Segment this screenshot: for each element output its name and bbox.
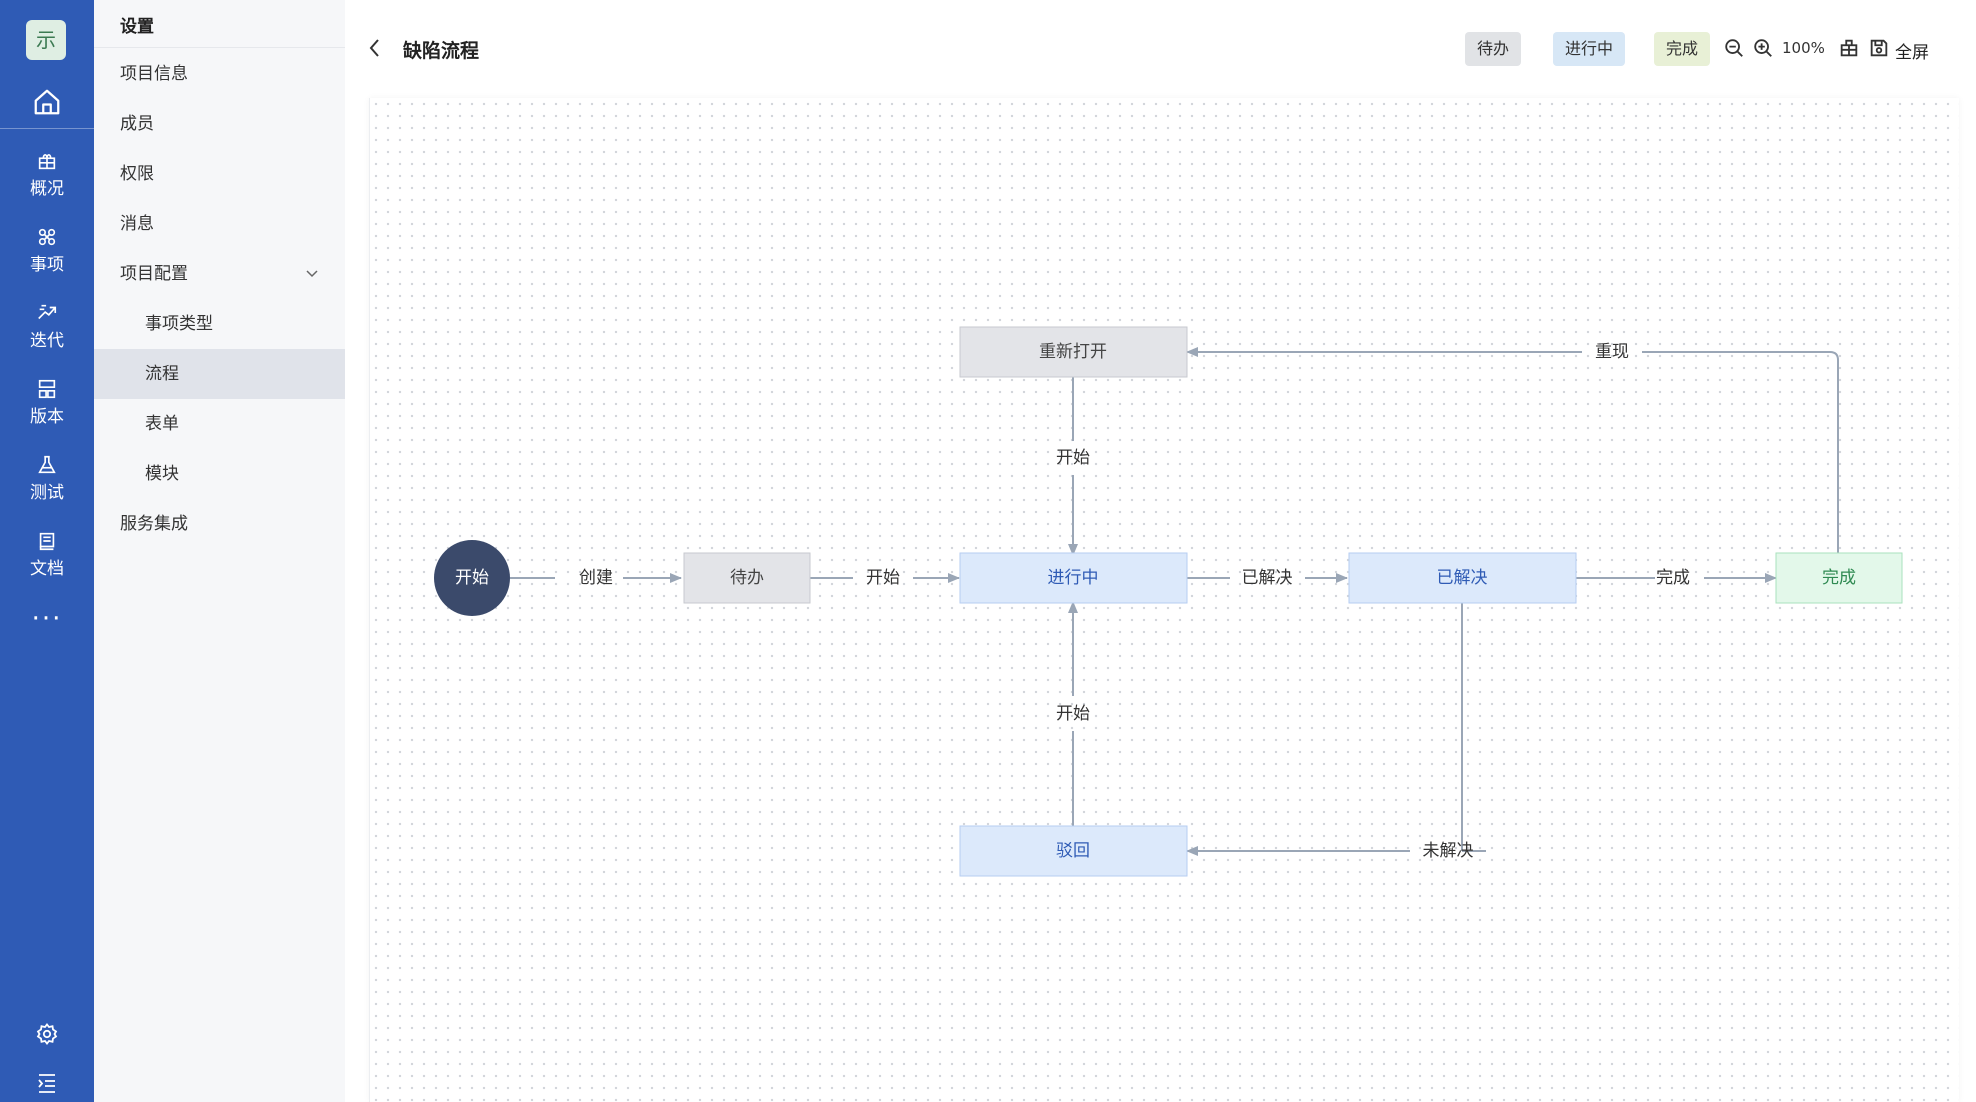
- rail-item-label: 迭代: [30, 330, 64, 351]
- zoom-in-icon: [1754, 39, 1772, 57]
- rail-item-label: 测试: [30, 482, 64, 503]
- node-label-todo: 待办: [730, 568, 764, 588]
- edge-reproduce[interactable]: [1642, 351, 1839, 555]
- sidebar-title: 设置: [120, 17, 154, 37]
- chevron-left-icon: [369, 39, 379, 57]
- rail-item-label: 版本: [30, 406, 64, 427]
- overview-icon: [38, 153, 56, 169]
- edge-label-create: 创建: [579, 568, 613, 588]
- edge-label-start-reject: 开始: [1056, 704, 1090, 724]
- app-logo[interactable]: 示: [26, 20, 66, 60]
- save-icon: [1870, 39, 1888, 57]
- layout-icon: [1840, 39, 1858, 57]
- sidebar-item-project-config[interactable]: 项目配置: [94, 249, 345, 299]
- workitem-icon: [38, 228, 56, 245]
- sidebar-item-members[interactable]: 成员: [120, 114, 154, 134]
- sidebar-item-permissions[interactable]: 权限: [120, 164, 154, 184]
- page-header: 缺陷流程 待办 进行中 完成 100% 全屏: [345, 0, 1976, 98]
- node-label-reopen: 重新打开: [1039, 342, 1107, 362]
- node-done[interactable]: 完成: [1775, 552, 1903, 604]
- legend-tag-in-progress: 进行中: [1553, 32, 1626, 66]
- save-image-button[interactable]: [1868, 37, 1890, 63]
- sidebar-item-messages[interactable]: 消息: [120, 214, 154, 234]
- node-label-done: 完成: [1822, 568, 1856, 588]
- sidebar-item-forms[interactable]: 表单: [145, 414, 179, 434]
- sidebar-item-integrations[interactable]: 服务集成: [120, 514, 188, 534]
- node-start[interactable]: 开始: [434, 540, 510, 616]
- sidebar-item-project-info[interactable]: 项目信息: [120, 64, 188, 84]
- page-title: 缺陷流程: [403, 40, 480, 62]
- workflow-canvas[interactable]: 创建 开始 已解决 完成 重现 开始 开始 未解决 开始 待办 进行中 已解决 …: [369, 98, 1959, 1102]
- document-icon: [39, 532, 55, 550]
- node-label-in-progress: 进行中: [1048, 568, 1099, 588]
- rail-item-version[interactable]: 版本: [0, 368, 94, 436]
- rail-item-label: 概况: [30, 178, 64, 199]
- edge-label-unresolved: 未解决: [1423, 841, 1474, 861]
- app-rail: 示 概况 事项 迭代 版本 测试 文档 ···: [0, 0, 94, 1102]
- flask-icon: [38, 455, 56, 473]
- settings-sidebar: 设置 项目信息 成员 权限 消息 项目配置 事项类型 流程 表单 模块 服务集成: [94, 0, 345, 1102]
- indent-list-icon: [38, 1074, 55, 1093]
- zoom-out-icon: [1725, 39, 1743, 57]
- fullscreen-button[interactable]: 全屏: [1895, 43, 1929, 63]
- rail-item-test[interactable]: 测试: [0, 444, 94, 512]
- edge-label-reproduce: 重现: [1595, 342, 1629, 362]
- edge-label-start: 开始: [866, 568, 900, 588]
- zoom-in-button[interactable]: [1752, 37, 1774, 63]
- node-reopen[interactable]: 重新打开: [959, 326, 1188, 378]
- rail-item-label: 事项: [30, 254, 64, 275]
- fit-view-button[interactable]: [1838, 37, 1860, 63]
- legend-tag-done: 完成: [1654, 32, 1711, 66]
- node-resolved[interactable]: 已解决: [1348, 552, 1577, 604]
- edge-label-resolve: 已解决: [1242, 568, 1293, 588]
- gear-icon: [36, 1023, 58, 1045]
- workflow-diagram: 创建 开始 已解决 完成 重现 开始 开始 未解决 开始 待办 进行中 已解决 …: [434, 326, 1903, 877]
- rail-item-workitems[interactable]: 事项: [0, 216, 94, 284]
- rail-item-docs[interactable]: 文档: [0, 520, 94, 588]
- node-label-rejected: 驳回: [1056, 841, 1090, 861]
- edges-layer: [510, 347, 1839, 856]
- zoom-level: 100%: [1782, 39, 1825, 57]
- chevron-down-icon: [305, 249, 319, 319]
- node-in-progress[interactable]: 进行中: [959, 552, 1188, 604]
- more-button[interactable]: ···: [31, 604, 63, 634]
- home-icon: [34, 89, 60, 115]
- sprint-icon: [38, 304, 57, 319]
- back-button[interactable]: [367, 36, 383, 64]
- settings-button[interactable]: [0, 1022, 94, 1046]
- node-rejected[interactable]: 驳回: [959, 825, 1188, 877]
- sidebar-item-modules[interactable]: 模块: [145, 464, 179, 484]
- collapse-menu-button[interactable]: [0, 1072, 94, 1094]
- node-label-start: 开始: [455, 568, 489, 588]
- node-todo[interactable]: 待办: [683, 552, 811, 604]
- version-icon: [38, 379, 56, 398]
- sidebar-item-label: 项目配置: [120, 264, 188, 284]
- rail-item-label: 文档: [30, 558, 64, 579]
- home-button[interactable]: [0, 76, 94, 129]
- divider: [94, 47, 345, 48]
- legend-tag-todo: 待办: [1465, 32, 1522, 66]
- sidebar-item-workflow[interactable]: 流程: [94, 349, 345, 399]
- zoom-out-button[interactable]: [1723, 37, 1745, 63]
- edge-label-start-reopen: 开始: [1056, 448, 1090, 468]
- edge-label-complete: 完成: [1656, 568, 1690, 588]
- sidebar-item-issue-types[interactable]: 事项类型: [145, 314, 213, 334]
- rail-item-sprint[interactable]: 迭代: [0, 292, 94, 360]
- rail-item-overview[interactable]: 概况: [0, 140, 94, 208]
- node-label-resolved: 已解决: [1437, 568, 1488, 588]
